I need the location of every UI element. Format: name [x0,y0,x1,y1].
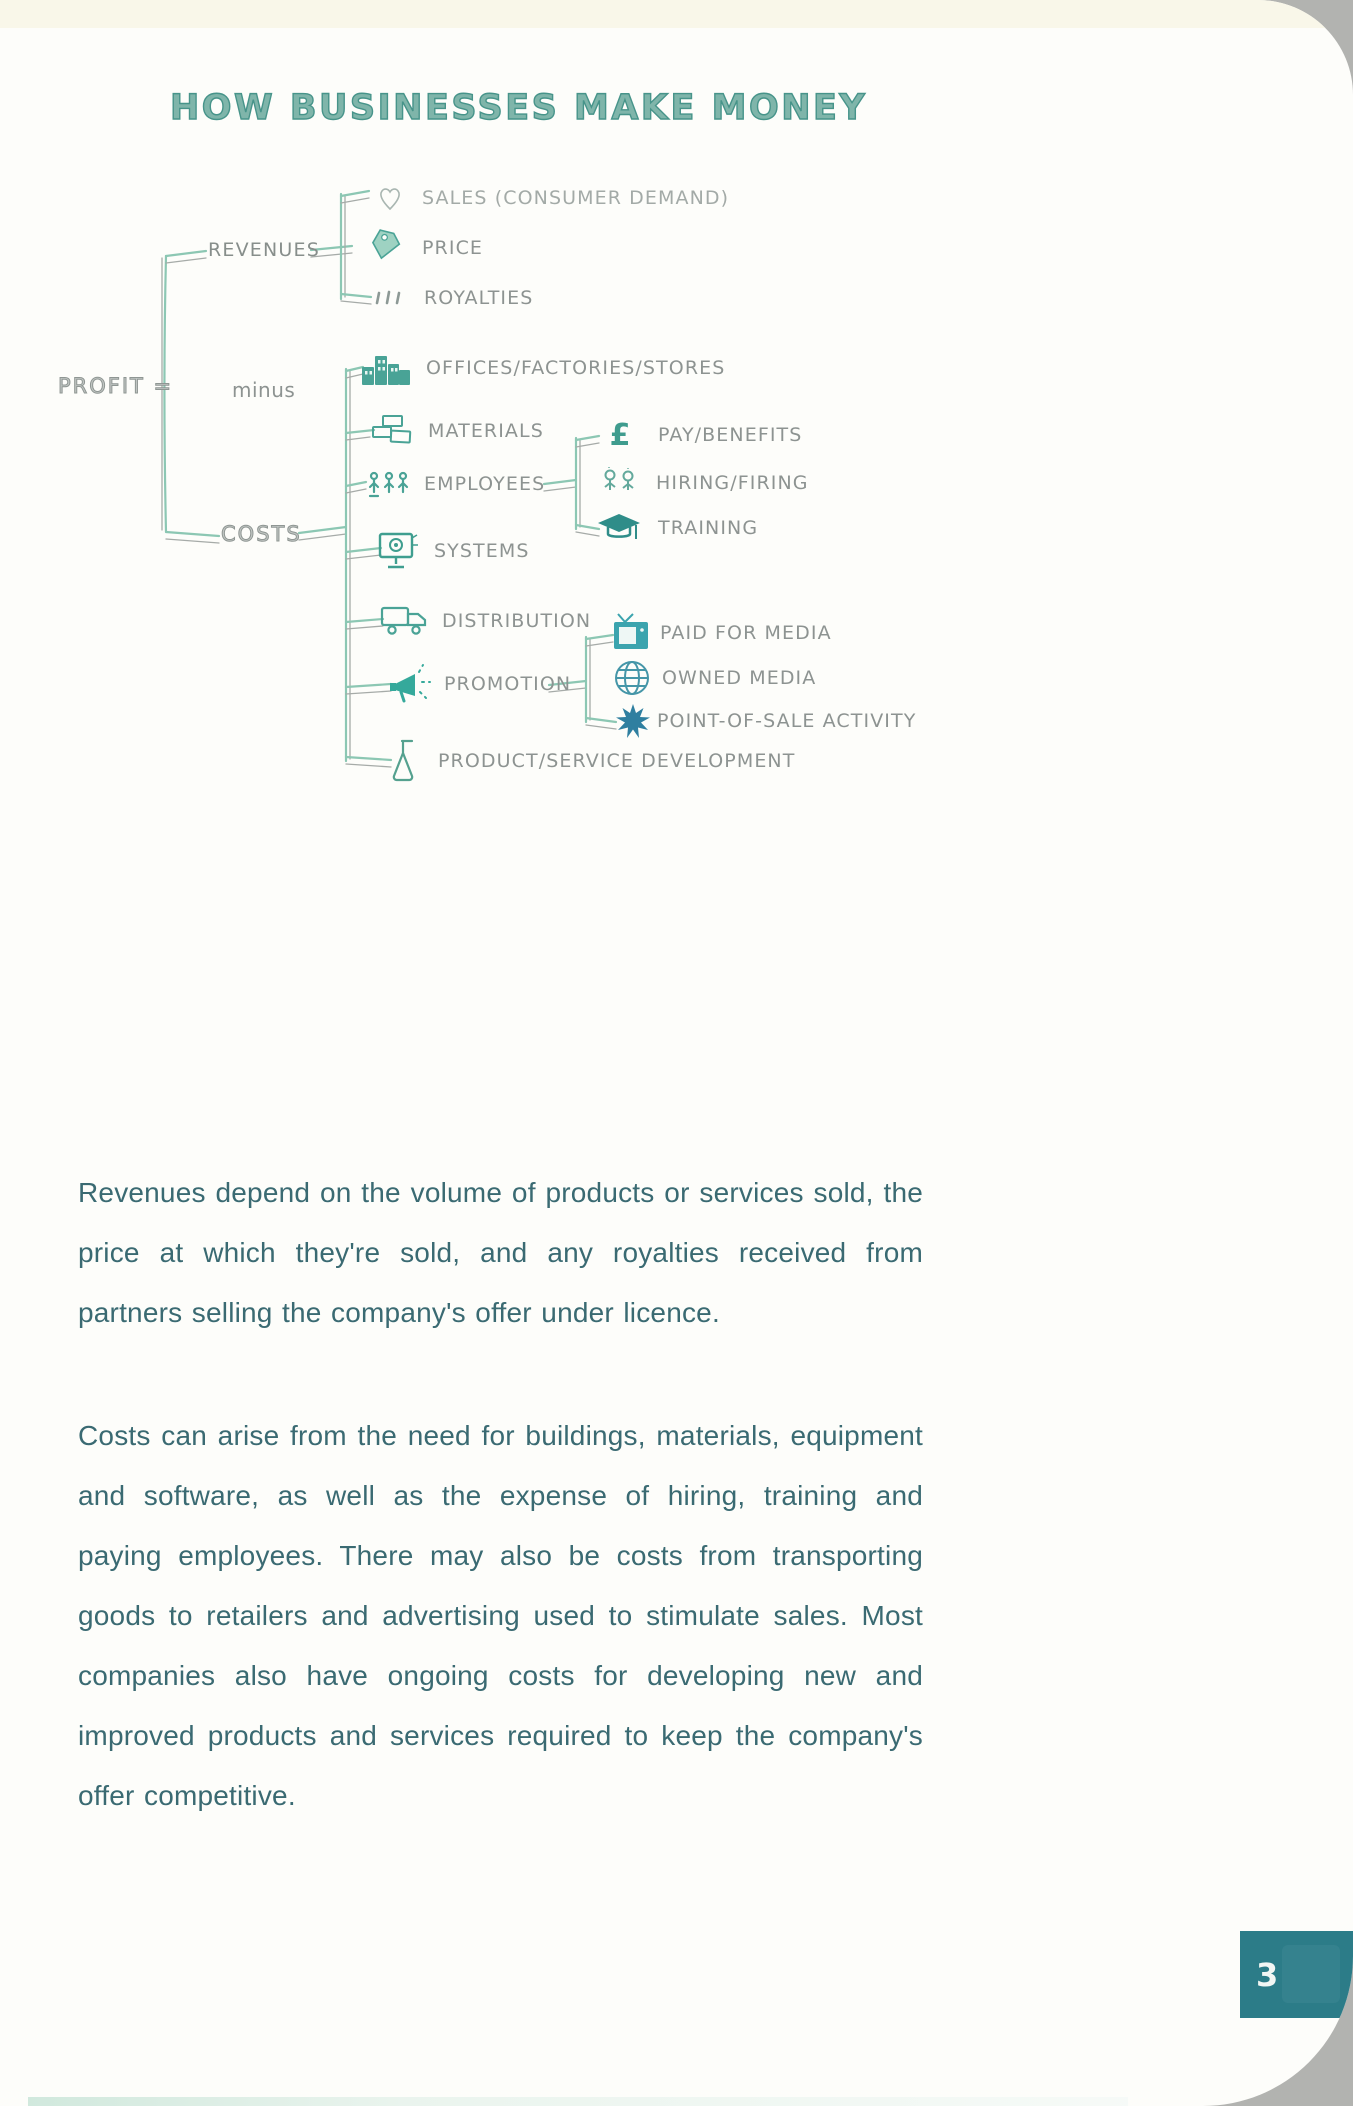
node-label: EMPLOYEES [424,473,546,495]
heart-icon [374,182,406,214]
computer-icon [376,530,420,572]
graduation-cap-icon [596,512,642,544]
diagram-node-point-of-sale: POINT-OF-SALE ACTIVITY [615,701,916,741]
diagram-node-employees: EMPLOYEES [366,464,545,504]
buildings-icon [360,349,412,387]
node-label: PRICE [422,237,484,259]
node-label: PAID FOR MEDIA [660,622,832,644]
globe-icon [612,658,652,698]
diagram-node-systems: SYSTEMS [376,531,530,571]
profit-label: PROFIT = [57,374,174,399]
page-number-sheen [1282,1945,1340,2003]
coins-icon [372,288,408,308]
diagram-connector-lines [161,189,618,768]
diagram-node-product-development: PRODUCT/SERVICE DEVELOPMENT [390,738,795,784]
diagram-node-paid-media: PAID FOR MEDIA [610,613,832,653]
price-tag-icon [366,226,406,270]
diagram-node-royalties: ROYALTIES [372,278,533,318]
node-label: POINT-OF-SALE ACTIVITY [657,710,917,732]
megaphone-icon [388,661,434,707]
body-paragraph-revenues: Revenues depend on the volume of product… [78,1177,923,1328]
pound-icon: £ [609,417,631,453]
hiring-icon [600,466,640,500]
diagram-node-owned-media: OWNED MEDIA [612,658,816,698]
page-number-box: 3 [1240,1931,1353,2018]
page-bottom-edge [28,2097,1128,2106]
node-label: OWNED MEDIA [662,667,817,689]
page-number: 3 [1256,1955,1279,1994]
node-label: PROMOTION [444,673,572,695]
node-label: PAY/BENEFITS [658,424,803,446]
diagram-node-distribution: DISTRIBUTION [380,601,591,641]
people-icon [366,470,410,498]
node-label: DISTRIBUTION [442,610,592,632]
body-paragraph-costs: Costs can arise from the need for buildi… [78,1420,923,1811]
node-label: HIRING/FIRING [656,472,809,494]
diagram-node-offices: OFFICES/FACTORIES/STORES [360,348,725,388]
costs-label: COSTS [221,522,302,547]
node-label: ROYALTIES [424,287,534,309]
diagram-node-hiring-firing: HIRING/FIRING [600,463,809,503]
page-title: HOW BUSINESSES MAKE MONEY [169,87,868,128]
diagram-node-sales: SALES (CONSUMER DEMAND) [374,178,729,218]
revenues-label: REVENUES [208,239,320,261]
tv-icon [610,613,654,653]
diagram-node-price: PRICE [366,226,483,270]
node-label: PRODUCT/SERVICE DEVELOPMENT [438,750,796,772]
page-top-edge [0,0,1353,28]
diagram-node-promotion: PROMOTION [388,661,571,707]
flask-icon [390,738,424,784]
diagram-node-training: TRAINING [596,508,758,548]
truck-icon [380,604,428,638]
starburst-icon [615,703,651,739]
boxes-icon [368,413,414,449]
node-label: SYSTEMS [434,540,530,562]
diagram-node-pay-benefits: £ PAY/BENEFITS [598,415,802,455]
node-label: OFFICES/FACTORIES/STORES [426,357,726,379]
node-label: TRAINING [658,517,759,539]
minus-label: minus [232,378,296,402]
diagram-node-materials: MATERIALS [368,411,544,451]
node-label: MATERIALS [428,420,544,442]
node-label: SALES (CONSUMER DEMAND) [422,187,730,209]
